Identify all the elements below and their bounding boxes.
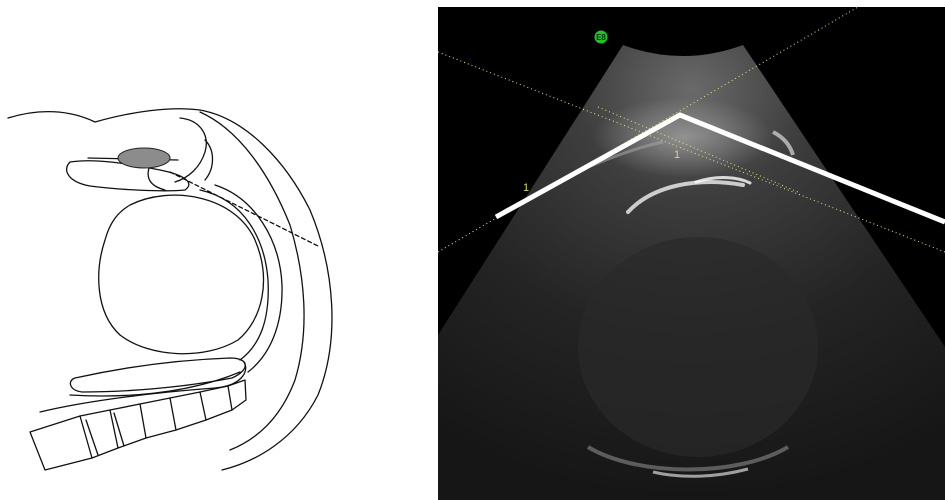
probe-badge: E8	[595, 31, 608, 44]
outer-contour	[8, 109, 332, 470]
anatomical-illustration	[0, 0, 438, 500]
ultrasound-image: E8 1 1	[438, 7, 945, 500]
marker-label-left: 1	[523, 182, 529, 194]
ultrasound-canvas: E8 1 1	[438, 7, 945, 500]
large-organ	[99, 195, 264, 354]
highlighted-region	[118, 148, 170, 168]
outer-contour-inner	[200, 112, 304, 450]
marker-label-center: 1	[674, 149, 680, 161]
probe-badge-label: E8	[596, 33, 606, 42]
anatomy-line-drawing	[0, 0, 438, 500]
